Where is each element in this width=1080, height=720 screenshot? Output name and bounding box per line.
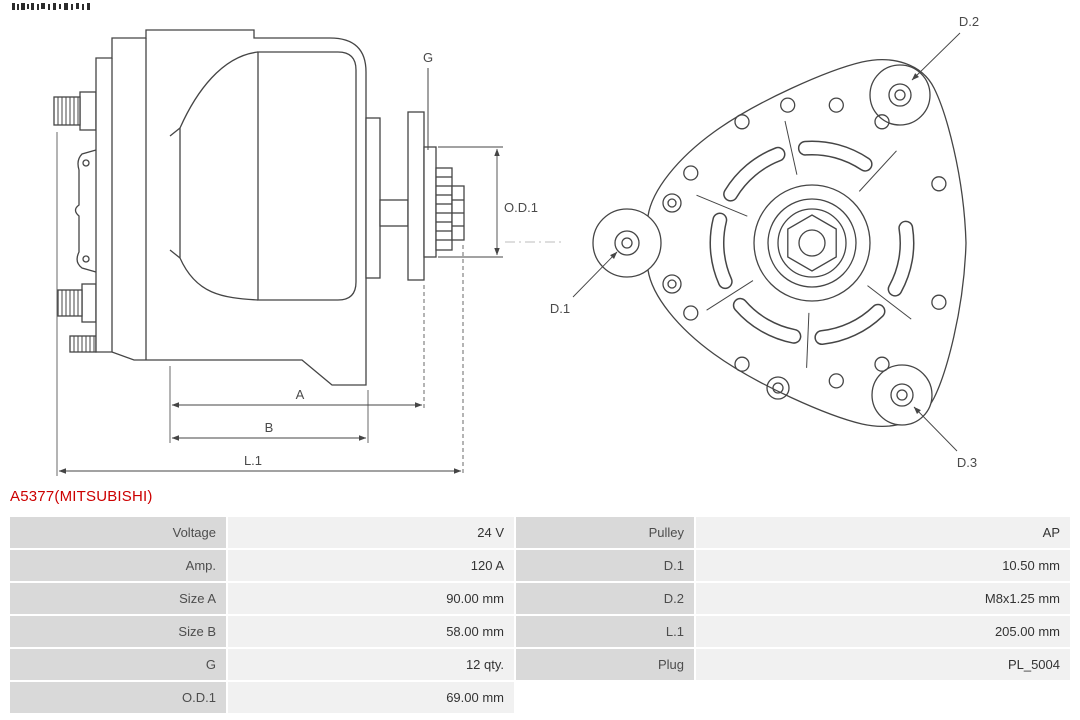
table-row: Voltage 24 V Pulley AP (10, 517, 1070, 548)
dimension-l1-label: L.1 (244, 453, 262, 468)
spec-label: Size B (10, 616, 226, 647)
spec-value: PL_5004 (696, 649, 1070, 680)
rear-view: D.2 D.1 D.3 (550, 14, 979, 470)
spec-value: 90.00 mm (228, 583, 514, 614)
spec-value: M8x1.25 mm (696, 583, 1070, 614)
pulley (407, 111, 465, 281)
table-row: O.D.1 69.00 mm (10, 682, 1070, 713)
spec-value: 120 A (228, 550, 514, 581)
corner-mark (12, 3, 90, 10)
technical-drawing: G O.D.1 A B (12, 3, 979, 476)
dimension-l1: L.1 (58, 453, 462, 474)
table-row: Size B 58.00 mm L.1 205.00 mm (10, 616, 1070, 647)
callout-d1: D.1 (550, 251, 618, 316)
spec-label: Plug (516, 649, 694, 680)
vent-slots (709, 140, 915, 345)
callout-d3: D.3 (913, 406, 977, 470)
spec-label: Voltage (10, 517, 226, 548)
spec-label: Size A (10, 583, 226, 614)
vent-holes (683, 97, 947, 389)
dimension-b: B (171, 420, 367, 441)
dimension-g-label: G (423, 50, 433, 65)
spec-value: 10.50 mm (696, 550, 1070, 581)
spec-value-empty (696, 682, 1070, 713)
dimension-a: A (171, 387, 423, 408)
spec-label: Pulley (516, 517, 694, 548)
shaft-nut (753, 184, 871, 302)
spec-label: G (10, 649, 226, 680)
spec-label: L.1 (516, 616, 694, 647)
front-housing (169, 51, 357, 301)
mounting-holes (614, 83, 914, 407)
spec-table: Voltage 24 V Pulley AP Amp. 120 A D.1 10… (10, 517, 1070, 713)
spec-label: Amp. (10, 550, 226, 581)
table-row: Size A 90.00 mm D.2 M8x1.25 mm (10, 583, 1070, 614)
spec-label: D.2 (516, 583, 694, 614)
extension-lines (56, 132, 464, 476)
front-plate (365, 117, 381, 279)
mounting-studs (53, 91, 97, 353)
spec-value: 24 V (228, 517, 514, 548)
spec-value: AP (696, 517, 1070, 548)
side-view: G O.D.1 A B (53, 29, 565, 476)
callout-d2-label: D.2 (959, 14, 979, 29)
spec-value: 12 qty. (228, 649, 514, 680)
dimension-b-label: B (265, 420, 274, 435)
spec-value: 58.00 mm (228, 616, 514, 647)
part-number: A5377(MITSUBISHI) (10, 488, 153, 505)
mounting-ear (592, 208, 662, 278)
spec-value: 69.00 mm (228, 682, 514, 713)
dimension-a-label: A (296, 387, 305, 402)
spec-label-empty (516, 682, 694, 713)
spec-label: O.D.1 (10, 682, 226, 713)
callout-d3-label: D.3 (957, 455, 977, 470)
alternator-body-outline (95, 29, 367, 386)
dimension-g: G (423, 50, 433, 150)
dimension-od1: O.D.1 (438, 146, 538, 258)
table-row: G 12 qty. Plug PL_5004 (10, 649, 1070, 680)
table-row: Amp. 120 A D.1 10.50 mm (10, 550, 1070, 581)
spec-label: D.1 (516, 550, 694, 581)
spec-value: 205.00 mm (696, 616, 1070, 647)
ribs (696, 120, 912, 368)
callout-d1-label: D.1 (550, 301, 570, 316)
dimension-od1-label: O.D.1 (504, 200, 538, 215)
callout-d2: D.2 (911, 14, 979, 81)
shaft (379, 199, 409, 227)
